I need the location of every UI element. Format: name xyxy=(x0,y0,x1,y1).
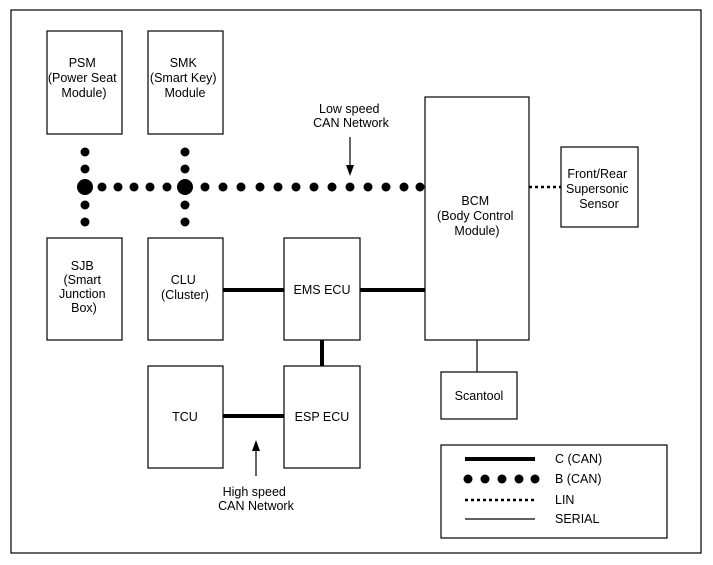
psm-label: PSM (Power Seat Module) xyxy=(48,56,120,100)
low-speed-arrow-head xyxy=(346,165,354,176)
can-b-dot xyxy=(381,182,391,192)
scantool-label: Scantool xyxy=(455,389,504,403)
bcm-label: BCM (Body Control Module) xyxy=(437,194,517,238)
can-b-dot xyxy=(200,182,210,192)
can-b-dot xyxy=(113,182,123,192)
can-b-dot xyxy=(180,217,190,227)
can-b-dot xyxy=(80,217,90,227)
can-b-dot xyxy=(80,200,90,210)
legend-can-b-dot xyxy=(530,474,540,484)
sensor-box xyxy=(560,146,639,228)
can-b-dot xyxy=(273,182,283,192)
ems-ecu-label: EMS ECU xyxy=(294,283,351,297)
high-speed-arrow-head xyxy=(252,440,260,451)
can-b-dot xyxy=(363,182,373,192)
scantool-label-line: Scantool xyxy=(455,389,504,403)
clu-label-line: (Cluster) xyxy=(161,288,209,302)
bcm-label-line: BCM xyxy=(461,194,489,208)
high-speed-line: CAN Network xyxy=(218,499,294,513)
can-b-dot xyxy=(236,182,246,192)
legend-can-b-dot xyxy=(463,474,473,484)
legend-can-b-dot xyxy=(480,474,490,484)
can-b-dot xyxy=(399,182,409,192)
low-speed-line: Low speed xyxy=(319,102,380,116)
sjb-label-line: (Smart xyxy=(64,273,102,287)
can-b-bus xyxy=(77,147,425,227)
psm-label-line: Module) xyxy=(61,86,106,100)
psm-label-line: PSM xyxy=(69,56,96,70)
legend-can-b-label: B (CAN) xyxy=(555,472,602,486)
scantool-box xyxy=(440,371,518,420)
can-b-dot xyxy=(129,182,139,192)
low-speed-annotation: Low speed CAN Network xyxy=(313,102,389,130)
low-speed-line: CAN Network xyxy=(313,116,389,130)
esp-ecu-label-line: ESP ECU xyxy=(295,410,350,424)
legend-can-b-dot xyxy=(514,474,524,484)
tcu-label-line: TCU xyxy=(172,410,198,424)
can-b-dot xyxy=(145,182,155,192)
can-b-dot xyxy=(415,182,425,192)
sjb-box xyxy=(46,237,123,341)
high-speed-line: High speed xyxy=(223,485,286,499)
can-b-dot xyxy=(218,182,228,192)
bcm-box xyxy=(424,96,530,341)
sensor-label: Front/Rear Supersonic Sensor xyxy=(566,167,632,211)
clu-box xyxy=(147,237,224,341)
legend-serial-label: SERIAL xyxy=(555,512,600,526)
bcm-label-line: Module) xyxy=(454,224,499,238)
tcu-box xyxy=(147,365,224,469)
legend-can-b-dot xyxy=(497,474,507,484)
can-b-dot xyxy=(80,164,90,174)
sjb-label-line: Box) xyxy=(71,301,97,315)
smk-label: SMK (Smart Key) Module xyxy=(150,56,220,100)
legend-lin-label: LIN xyxy=(555,493,574,507)
sjb-label-line: Junction xyxy=(59,287,106,301)
psm-label-line: (Power Seat xyxy=(48,71,117,85)
tcu-label: TCU xyxy=(172,410,198,424)
can-b-dot xyxy=(180,200,190,210)
clu-label-line: CLU xyxy=(171,273,196,287)
can-b-dot xyxy=(345,182,355,192)
clu-label: CLU (Cluster) xyxy=(161,273,209,302)
psm-box xyxy=(46,30,123,135)
bcm-label-line: (Body Control xyxy=(437,209,513,223)
sjb-label: SJB (Smart Junction Box) xyxy=(59,259,109,315)
can-b-junction xyxy=(77,179,93,195)
smk-label-line: (Smart Key) xyxy=(150,71,217,85)
can-b-dot xyxy=(255,182,265,192)
smk-label-line: SMK xyxy=(170,56,198,70)
legend-can-c-label: C (CAN) xyxy=(555,452,602,466)
esp-ecu-box xyxy=(283,365,361,469)
smk-label-line: Module xyxy=(165,86,206,100)
legend: C (CAN) B (CAN) LIN SERIAL xyxy=(440,444,668,539)
ems-ecu-box xyxy=(283,237,361,341)
can-b-dot xyxy=(309,182,319,192)
esp-ecu-label: ESP ECU xyxy=(295,410,350,424)
can-b-dot xyxy=(97,182,107,192)
sensor-label-line: Sensor xyxy=(579,197,619,211)
ems-ecu-label-line: EMS ECU xyxy=(294,283,351,297)
can-b-junction xyxy=(177,179,193,195)
can-b-dot xyxy=(291,182,301,192)
can-b-dot xyxy=(162,182,172,192)
can-b-dot xyxy=(80,147,90,157)
smk-box xyxy=(147,30,224,135)
can-b-dot xyxy=(327,182,337,192)
sensor-label-line: Front/Rear xyxy=(567,167,627,181)
sensor-label-line: Supersonic xyxy=(566,182,629,196)
high-speed-annotation: High speed CAN Network xyxy=(218,485,294,513)
can-b-dot xyxy=(180,147,190,157)
can-b-dot xyxy=(180,164,190,174)
sjb-label-line: SJB xyxy=(71,259,94,273)
